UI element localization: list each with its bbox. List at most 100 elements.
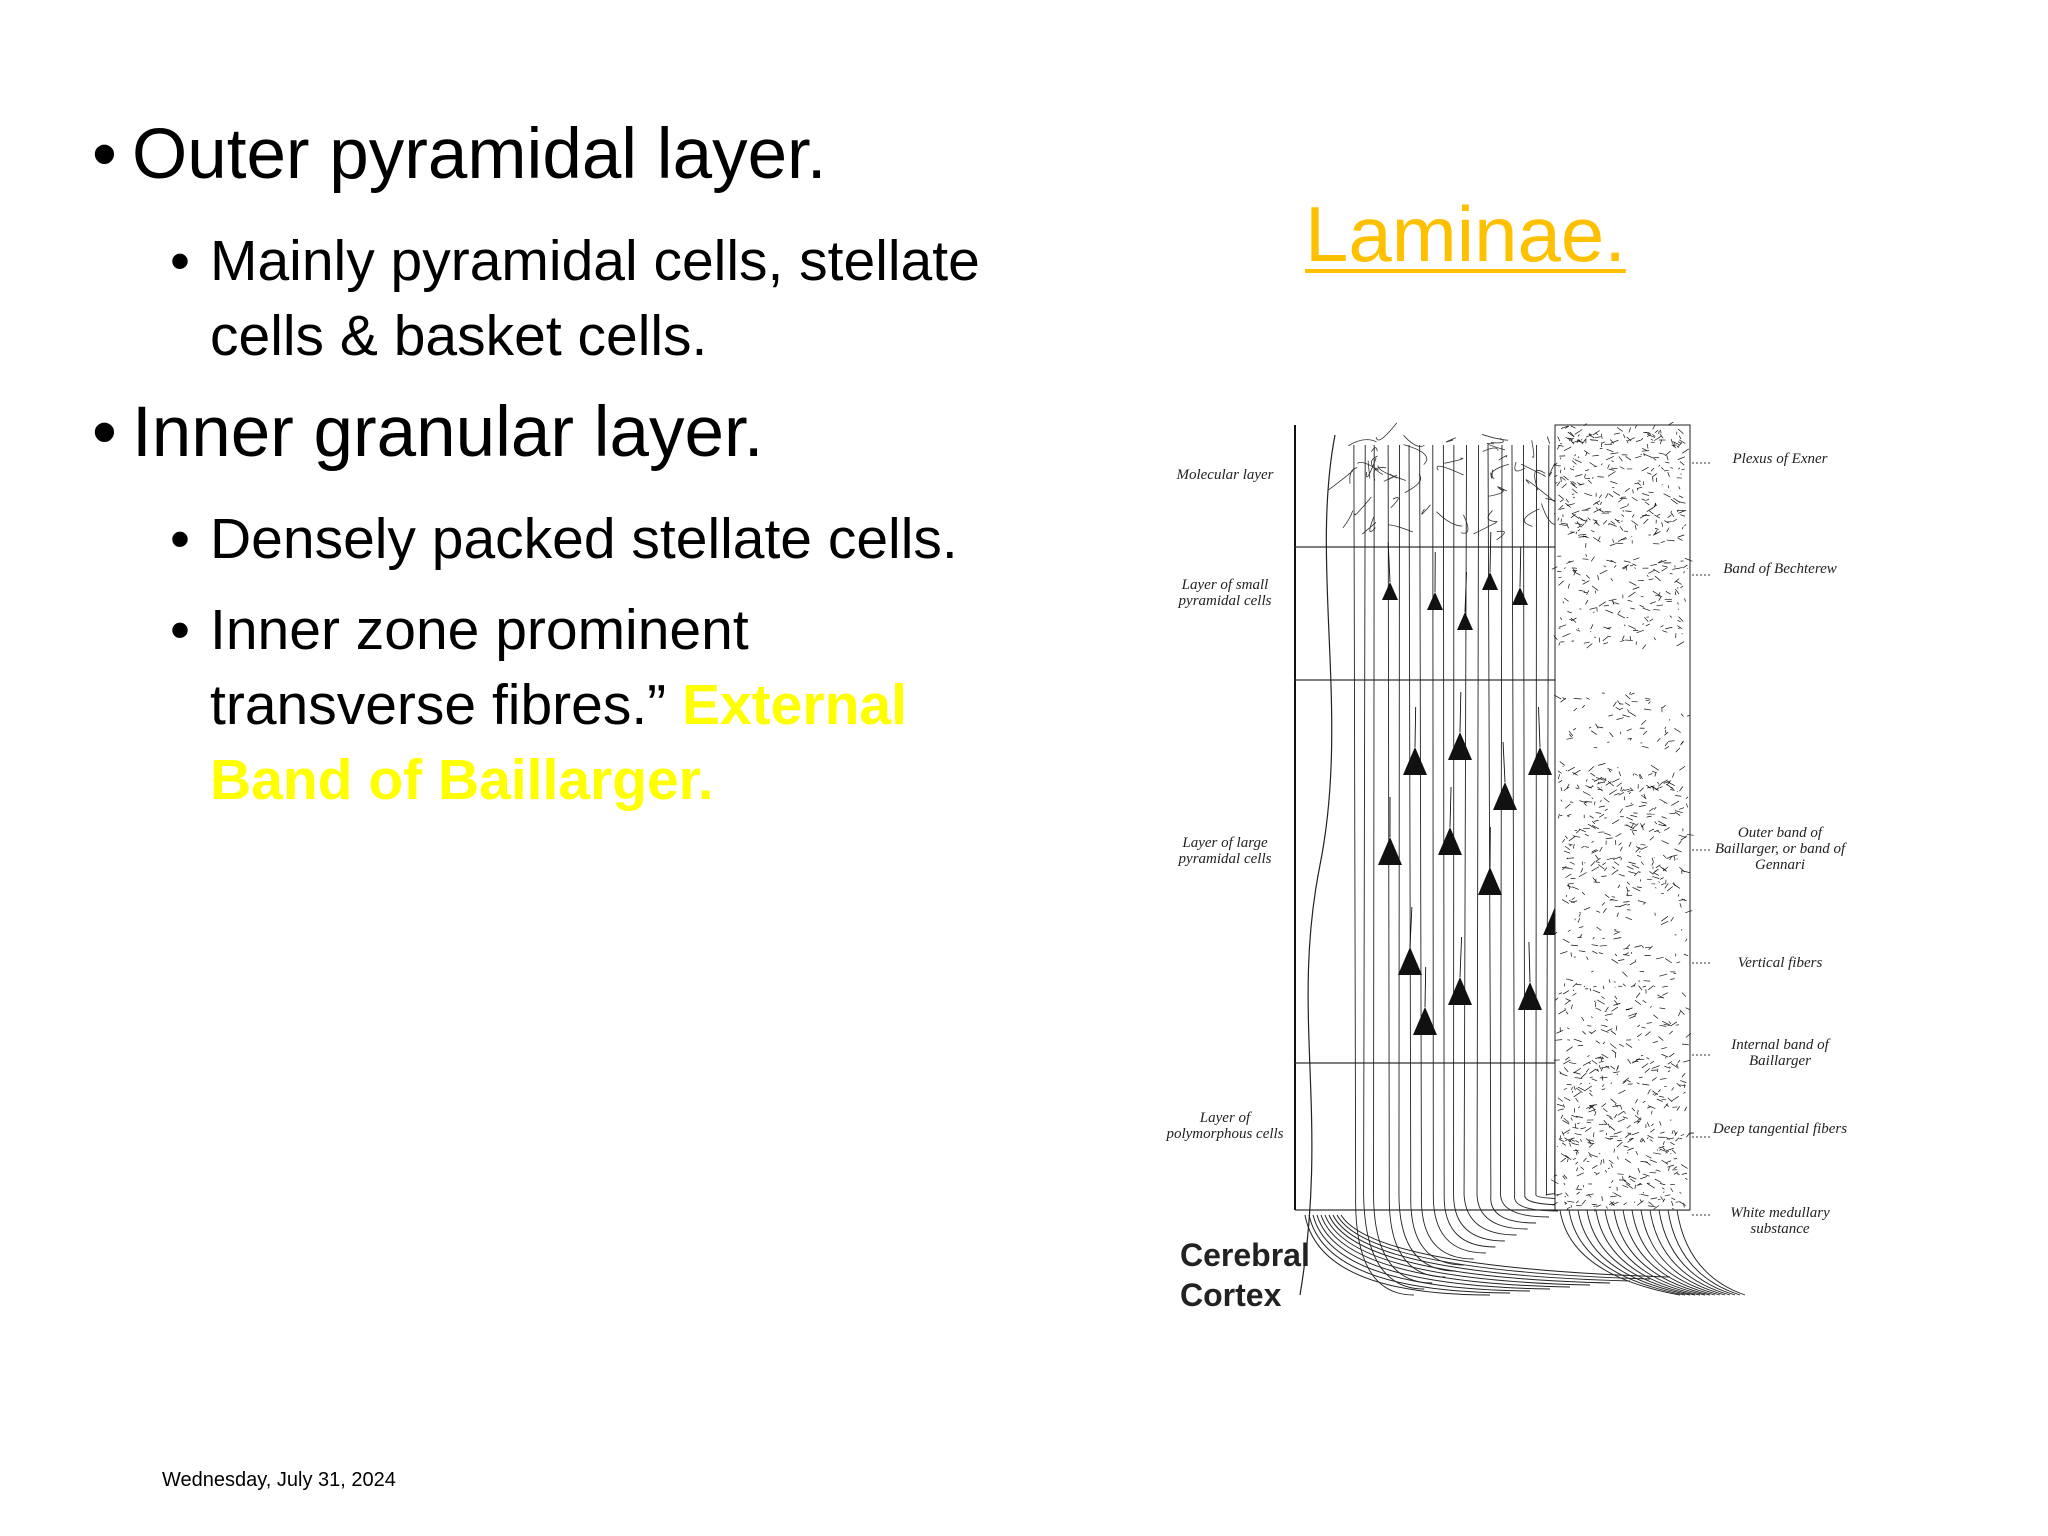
myelin-fiber xyxy=(1670,916,1674,922)
myelin-fiber xyxy=(1604,1169,1608,1173)
myelin-fiber xyxy=(1652,876,1660,879)
myelin-fiber xyxy=(1605,1137,1612,1140)
myelin-fiber xyxy=(1641,450,1650,452)
myelin-fiber xyxy=(1610,520,1616,525)
myelin-fiber xyxy=(1569,1142,1572,1147)
myelin-fiber xyxy=(1640,1193,1649,1197)
myelin-fiber xyxy=(1593,1203,1597,1206)
myelin-fiber xyxy=(1601,1024,1608,1027)
myelin-fiber xyxy=(1612,866,1616,870)
myelin-fiber xyxy=(1648,491,1654,494)
myelin-fiber xyxy=(1598,814,1605,818)
myelin-fiber xyxy=(1592,536,1601,543)
myelin-fiber xyxy=(1661,467,1664,471)
myelin-fiber xyxy=(1572,1127,1579,1129)
myelin-fiber xyxy=(1586,697,1590,700)
myelin-fiber xyxy=(1650,438,1654,441)
myelin-fiber xyxy=(1595,1204,1602,1208)
myelin-fiber xyxy=(1586,590,1590,596)
myelin-fiber xyxy=(1568,1137,1575,1141)
myelin-fiber xyxy=(1607,471,1616,477)
myelin-fiber xyxy=(1603,832,1611,836)
myelin-fiber xyxy=(1656,604,1664,607)
myelin-fiber xyxy=(1553,694,1562,700)
myelin-fiber xyxy=(1670,1153,1672,1155)
molecular-fiber xyxy=(1342,510,1354,529)
myelin-fiber xyxy=(1564,845,1571,851)
myelin-fiber xyxy=(1644,1068,1651,1073)
myelin-fiber xyxy=(1631,1131,1640,1136)
myelin-fiber xyxy=(1670,789,1675,791)
myelin-fiber xyxy=(1664,461,1670,464)
myelin-fiber xyxy=(1565,835,1568,839)
myelin-fiber xyxy=(1629,1137,1634,1140)
label-polymorphous: Layer of polymorphous cells xyxy=(1166,1110,1284,1142)
myelin-fiber xyxy=(1595,854,1599,860)
myelin-fiber xyxy=(1572,488,1578,494)
myelin-fiber xyxy=(1640,1054,1644,1057)
myelin-fiber xyxy=(1575,1097,1579,1103)
myelin-fiber xyxy=(1573,1085,1576,1091)
myelin-fiber xyxy=(1647,433,1656,438)
myelin-fiber xyxy=(1557,517,1560,521)
myelin-fiber xyxy=(1677,602,1679,605)
myelin-fiber xyxy=(1570,617,1577,623)
myelin-fiber xyxy=(1564,1201,1568,1205)
myelin-fiber xyxy=(1658,1089,1661,1093)
medullary-fiber xyxy=(1316,1214,1551,1290)
myelin-fiber xyxy=(1664,450,1671,457)
myelin-fiber xyxy=(1666,455,1669,461)
myelin-fiber xyxy=(1575,983,1582,986)
myelin-fiber xyxy=(1680,1134,1685,1136)
myelin-fiber xyxy=(1598,805,1606,808)
myelin-fiber xyxy=(1578,535,1587,538)
myelin-fiber xyxy=(1593,520,1598,525)
myelin-fiber xyxy=(1606,627,1612,629)
myelin-fiber xyxy=(1679,903,1682,908)
myelin-fiber xyxy=(1685,1033,1692,1038)
myelin-fiber xyxy=(1684,598,1687,602)
myelin-fiber xyxy=(1618,1089,1626,1095)
myelin-fiber xyxy=(1653,609,1660,611)
myelin-fiber xyxy=(1650,785,1659,791)
pyramidal-cell xyxy=(1378,837,1402,865)
myelin-fiber xyxy=(1610,1098,1617,1105)
myelin-fiber xyxy=(1661,840,1669,845)
myelin-fiber xyxy=(1644,697,1651,700)
myelin-fiber xyxy=(1648,1201,1654,1206)
myelin-fiber xyxy=(1680,713,1684,717)
myelin-fiber xyxy=(1563,1059,1571,1065)
molecular-fiber xyxy=(1482,447,1499,452)
myelin-fiber xyxy=(1576,1167,1578,1172)
myelin-fiber xyxy=(1675,1137,1680,1142)
myelin-fiber xyxy=(1636,886,1642,888)
myelin-fiber xyxy=(1597,781,1600,785)
myelin-fiber xyxy=(1629,692,1632,695)
myelin-fiber xyxy=(1678,495,1684,499)
myelin-fiber xyxy=(1659,1183,1666,1186)
myelin-fiber xyxy=(1650,1197,1658,1200)
vertical-axon xyxy=(1398,444,1456,1272)
white-matter-fiber xyxy=(1577,1209,1691,1296)
myelin-fiber xyxy=(1677,428,1684,435)
myelin-fiber xyxy=(1676,1065,1679,1069)
myelin-fiber xyxy=(1613,1192,1622,1198)
myelin-fiber xyxy=(1567,431,1575,438)
myelin-fiber xyxy=(1672,883,1681,889)
myelin-fiber xyxy=(1639,513,1648,519)
myelin-fiber xyxy=(1633,870,1640,877)
myelin-fiber xyxy=(1661,1159,1669,1165)
myelin-fiber xyxy=(1666,527,1670,533)
myelin-fiber xyxy=(1622,1077,1630,1083)
myelin-fiber xyxy=(1571,493,1575,495)
myelin-fiber xyxy=(1676,1106,1680,1111)
myelin-fiber xyxy=(1639,1176,1647,1180)
medullary-fiber xyxy=(1308,1214,1511,1294)
myelin-fiber xyxy=(1607,781,1615,787)
myelin-fiber xyxy=(1627,503,1629,507)
myelin-fiber xyxy=(1668,740,1675,742)
myelin-fiber xyxy=(1613,491,1620,496)
myelin-fiber xyxy=(1669,1066,1671,1069)
myelin-fiber xyxy=(1641,1063,1649,1069)
myelin-fiber xyxy=(1612,778,1620,783)
